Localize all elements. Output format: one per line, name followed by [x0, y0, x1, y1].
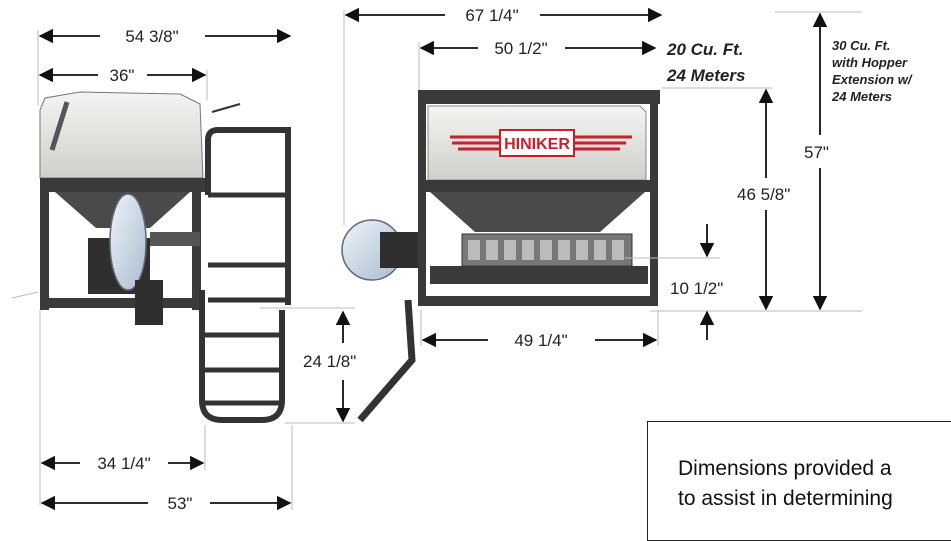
dimension-lines — [37, 7, 862, 511]
dim-label-conveyor-height: 10 1/2" — [670, 279, 723, 298]
right-lower-bar — [430, 266, 648, 284]
right-frame-base — [418, 296, 658, 306]
dim-label-left-hopper: 36" — [110, 66, 135, 85]
left-handrail — [205, 127, 291, 305]
right-chute-arm — [357, 299, 416, 423]
dimensions-note-box: Dimensions provided a to assist in deter… — [647, 421, 951, 541]
dim-label-right-base: 49 1/4" — [514, 331, 567, 350]
left-ladder — [199, 290, 285, 423]
left-spinner-disc — [109, 193, 147, 291]
capacity-standard-line1: 20 Cu. Ft. — [666, 40, 744, 59]
brand-logo-plate — [499, 129, 575, 157]
right-frame-band — [418, 180, 658, 192]
spreader-dimension-drawing: HINIKER — [11, 6, 913, 513]
dim-label-frame-to-ladder: 34 1/4" — [97, 454, 150, 473]
left-ground-line — [11, 291, 39, 299]
capacity-extension-line1: 30 Cu. Ft. — [832, 38, 891, 53]
note-line: to assist in determining — [678, 487, 893, 510]
right-funnel — [430, 192, 645, 232]
left-frame-band — [40, 178, 205, 192]
left-frame-base — [40, 298, 202, 308]
dim-label-left-overall: 54 3/8" — [125, 27, 178, 46]
left-hose-fitting — [150, 232, 200, 246]
capacity-standard-line2: 24 Meters — [666, 66, 745, 85]
note-line: Dimensions provided a — [678, 457, 892, 480]
right-motor — [380, 232, 418, 268]
capacity-callouts: 20 Cu. Ft. 24 Meters 30 Cu. Ft. with Hop… — [666, 38, 913, 104]
dim-label-right-height: 46 5/8" — [737, 185, 790, 204]
dim-label-right-overall: 67 1/4" — [465, 6, 518, 25]
left-chute — [135, 280, 163, 325]
dim-label-right-hopper: 50 1/2" — [494, 39, 547, 58]
left-frame-leg — [192, 192, 201, 310]
dimension-labels: 54 3/8" 36" 24 1/8" 34 1/4" 53" 67 1/4" … — [97, 6, 829, 513]
left-hopper-handle — [49, 101, 70, 151]
left-side-view — [11, 91, 291, 423]
conveyor-links — [468, 240, 624, 260]
brand-logo-text: HINIKER — [504, 136, 570, 153]
dim-label-ladder-height: 24 1/8" — [303, 352, 356, 371]
right-frame-post — [650, 104, 658, 304]
dim-label-left-base: 53" — [168, 494, 193, 513]
dim-label-right-total-height: 57" — [804, 143, 829, 162]
left-cable — [211, 103, 241, 113]
capacity-extension-line2: with Hopper — [832, 55, 908, 70]
right-frame-post — [418, 104, 426, 304]
capacity-extension-line3: Extension w/ — [832, 72, 913, 87]
left-frame-leg — [40, 192, 49, 310]
capacity-extension-line4: 24 Meters — [831, 89, 892, 104]
right-top-frame — [418, 90, 660, 104]
right-rear-view: HINIKER — [341, 90, 660, 423]
dimensions-note: Dimensions provided a to assist in deter… — [678, 454, 951, 514]
